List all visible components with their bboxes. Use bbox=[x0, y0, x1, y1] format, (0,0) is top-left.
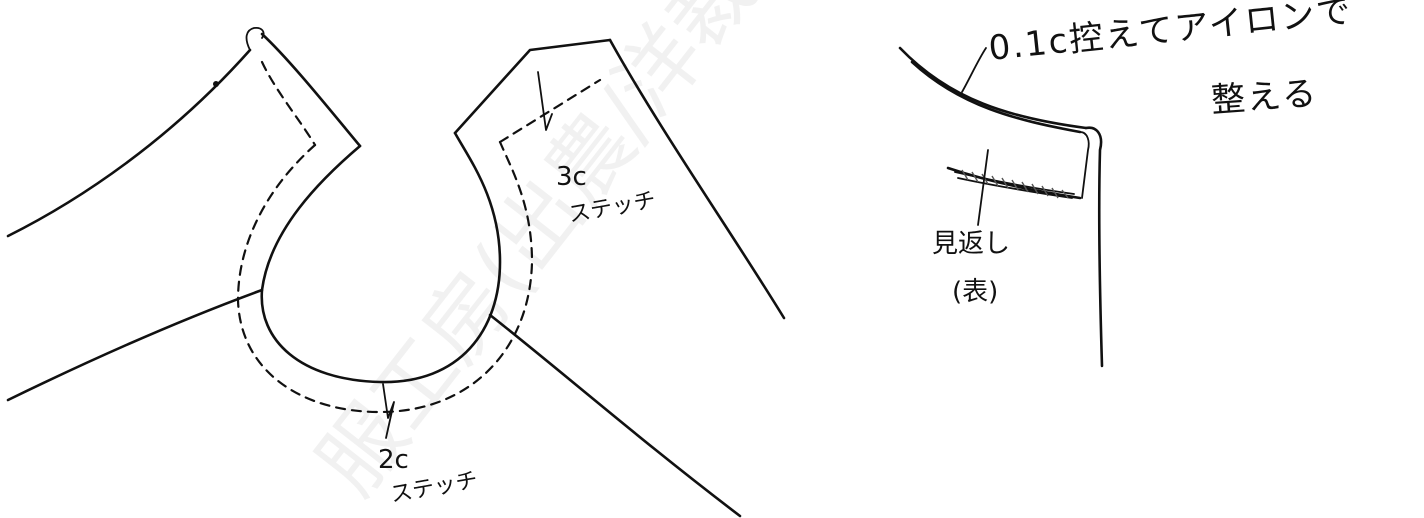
leader-facing bbox=[977, 149, 989, 226]
facing-label-line1: 見返し bbox=[932, 229, 1010, 259]
stitch-3c-value: 3c bbox=[556, 162, 587, 192]
right-side-edge bbox=[608, 38, 786, 320]
stitch-line-neck bbox=[236, 140, 534, 414]
leader-2c bbox=[382, 383, 395, 439]
press-note-line2: 整える bbox=[1210, 74, 1320, 121]
leader-press-note bbox=[961, 47, 987, 93]
press-note-line1: 0.1c控えてアイロンで bbox=[987, 0, 1355, 69]
fold-inner bbox=[1079, 131, 1090, 199]
stitch-line-shoulder bbox=[260, 60, 317, 147]
leader-3c bbox=[537, 71, 553, 131]
facing-detail: 0.1c控えてアイロンで 整える 見返し (表) bbox=[898, 0, 1355, 368]
seam-hatch bbox=[954, 169, 1075, 199]
left-front-edge bbox=[260, 32, 362, 148]
outer-edge-inner bbox=[910, 60, 1082, 134]
lower-left-body bbox=[6, 288, 264, 402]
lower-right-body bbox=[488, 313, 742, 518]
neck-curve bbox=[260, 131, 502, 384]
right-upper-edge bbox=[453, 38, 612, 135]
fold-edge bbox=[1084, 126, 1104, 368]
stitch-line-right-top bbox=[498, 78, 602, 144]
shoulder-notch bbox=[245, 26, 265, 51]
left-shoulder-line bbox=[6, 48, 252, 238]
shoulder-dot bbox=[213, 81, 219, 87]
outer-edge bbox=[898, 46, 1088, 130]
watermark: 服工房(出農/洋裁 bbox=[299, 0, 776, 512]
stitch-2c-value: 2c bbox=[378, 445, 409, 475]
facing-label-line2: (表) bbox=[952, 277, 998, 307]
